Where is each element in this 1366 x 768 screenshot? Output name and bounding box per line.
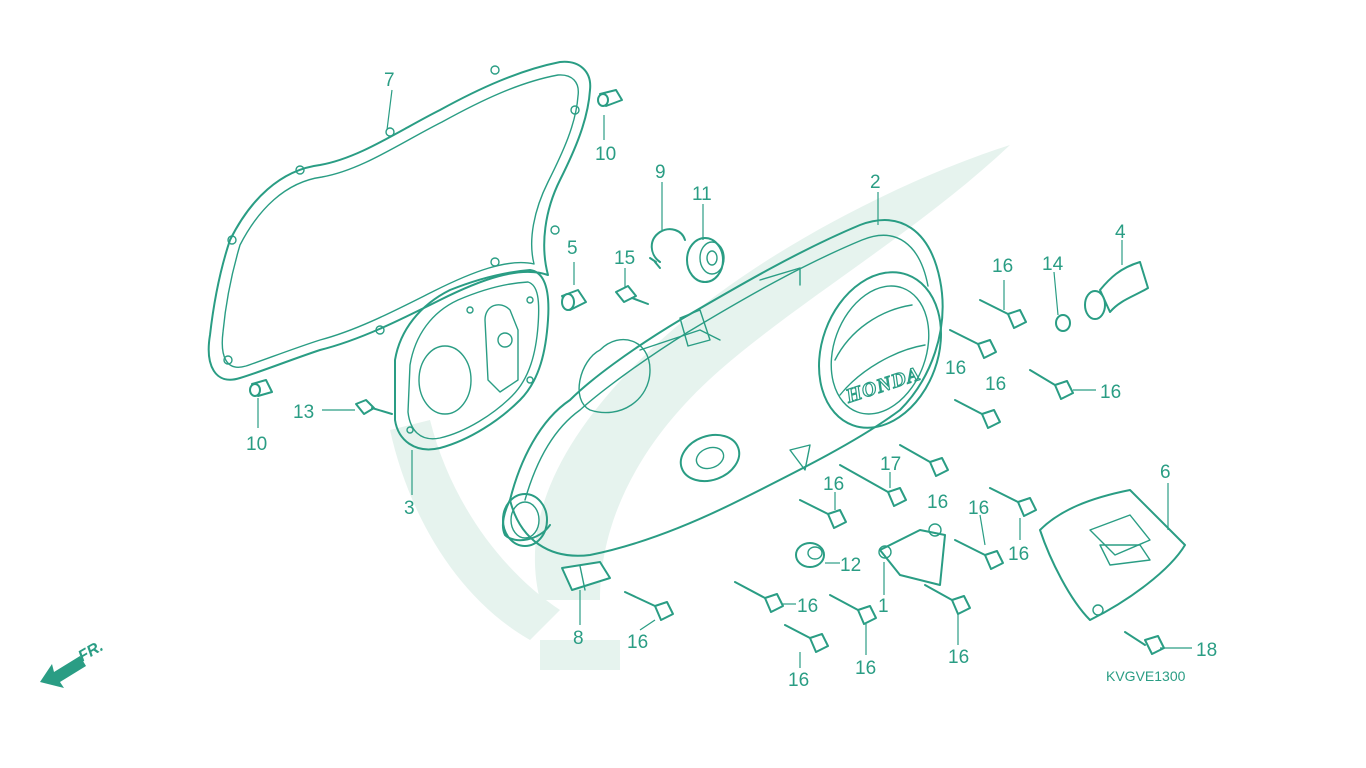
callout-2: 2 bbox=[870, 172, 881, 193]
callout-16-3: 16 bbox=[985, 374, 1006, 395]
bolt-16-h bbox=[954, 539, 1004, 570]
callout-11: 11 bbox=[692, 184, 712, 205]
inner-cover-plate bbox=[394, 269, 550, 451]
callout-16-11: 16 bbox=[788, 670, 809, 691]
callout-16-13: 16 bbox=[948, 647, 969, 668]
callout-12: 12 bbox=[840, 555, 861, 576]
watermark-logo bbox=[390, 145, 1010, 670]
callout-7: 7 bbox=[384, 70, 395, 91]
callout-16-2: 16 bbox=[945, 358, 966, 379]
bolt-16-j bbox=[624, 591, 674, 621]
intake-duct-4 bbox=[1084, 261, 1149, 320]
callout-8: 8 bbox=[573, 628, 584, 649]
callout-16-1: 16 bbox=[992, 256, 1013, 277]
bracket-1 bbox=[878, 523, 946, 586]
bolt-16-i bbox=[734, 581, 784, 613]
callout-9: 9 bbox=[655, 162, 666, 183]
callout-3: 3 bbox=[404, 498, 415, 519]
bolt-17 bbox=[839, 464, 907, 507]
callout-10b: 10 bbox=[246, 434, 267, 455]
bolt-13 bbox=[355, 399, 393, 415]
callout-16-8: 16 bbox=[1008, 544, 1029, 565]
collar-5 bbox=[561, 289, 587, 311]
callout-16-5: 16 bbox=[823, 474, 844, 495]
callout-10a: 10 bbox=[595, 144, 616, 165]
guard-plate-6 bbox=[1039, 489, 1186, 621]
front-direction-marker: FR. bbox=[40, 638, 106, 688]
callout-6: 6 bbox=[1160, 462, 1171, 483]
callout-16-4: 16 bbox=[1100, 382, 1121, 403]
callout-4: 4 bbox=[1115, 222, 1126, 243]
bolt-16-l bbox=[924, 584, 971, 615]
bolt-16-g bbox=[799, 499, 847, 529]
left-crankcase-cover: HONDA bbox=[501, 219, 944, 557]
o-ring-14 bbox=[1055, 314, 1071, 332]
brand-logo: HONDA bbox=[842, 363, 923, 408]
bolt-18 bbox=[1124, 631, 1165, 655]
bolt-15 bbox=[615, 285, 649, 305]
bolt-16-d bbox=[954, 399, 1001, 429]
bolt-16-k bbox=[829, 594, 877, 625]
callout-16-9: 16 bbox=[797, 596, 818, 617]
callout-15: 15 bbox=[614, 248, 635, 269]
bearing-11 bbox=[686, 237, 725, 283]
callout-labels: 7 10 10 5 15 9 11 2 4 14 16 13 3 16 16 1… bbox=[246, 70, 1217, 691]
bolt-16-c bbox=[1029, 369, 1074, 400]
callout-13: 13 bbox=[293, 402, 314, 423]
bolt-16-e bbox=[899, 444, 949, 477]
dowel-pin-upper bbox=[597, 89, 623, 107]
callout-16-12: 16 bbox=[855, 658, 876, 679]
clamp-8 bbox=[561, 561, 611, 591]
callout-16-7: 16 bbox=[968, 498, 989, 519]
bolt-16-a bbox=[979, 299, 1027, 329]
callout-18: 18 bbox=[1196, 640, 1217, 661]
bolt-16-m bbox=[784, 624, 829, 653]
callout-16-10: 16 bbox=[627, 632, 648, 653]
callout-17: 17 bbox=[880, 454, 901, 475]
leader-lines bbox=[257, 89, 1192, 668]
dowel-pin-lower bbox=[249, 379, 273, 397]
bolt-16-b bbox=[949, 329, 997, 359]
diagram-code: KVGVE1300 bbox=[1106, 668, 1186, 684]
gasket-outline bbox=[207, 60, 592, 381]
oil-seal-12 bbox=[795, 542, 825, 568]
callout-1: 1 bbox=[878, 596, 889, 617]
callout-5: 5 bbox=[567, 238, 578, 259]
circlip-9 bbox=[649, 228, 686, 269]
bolt-16-f bbox=[989, 487, 1037, 517]
callout-16-6: 16 bbox=[927, 492, 948, 513]
callout-14: 14 bbox=[1042, 254, 1064, 275]
